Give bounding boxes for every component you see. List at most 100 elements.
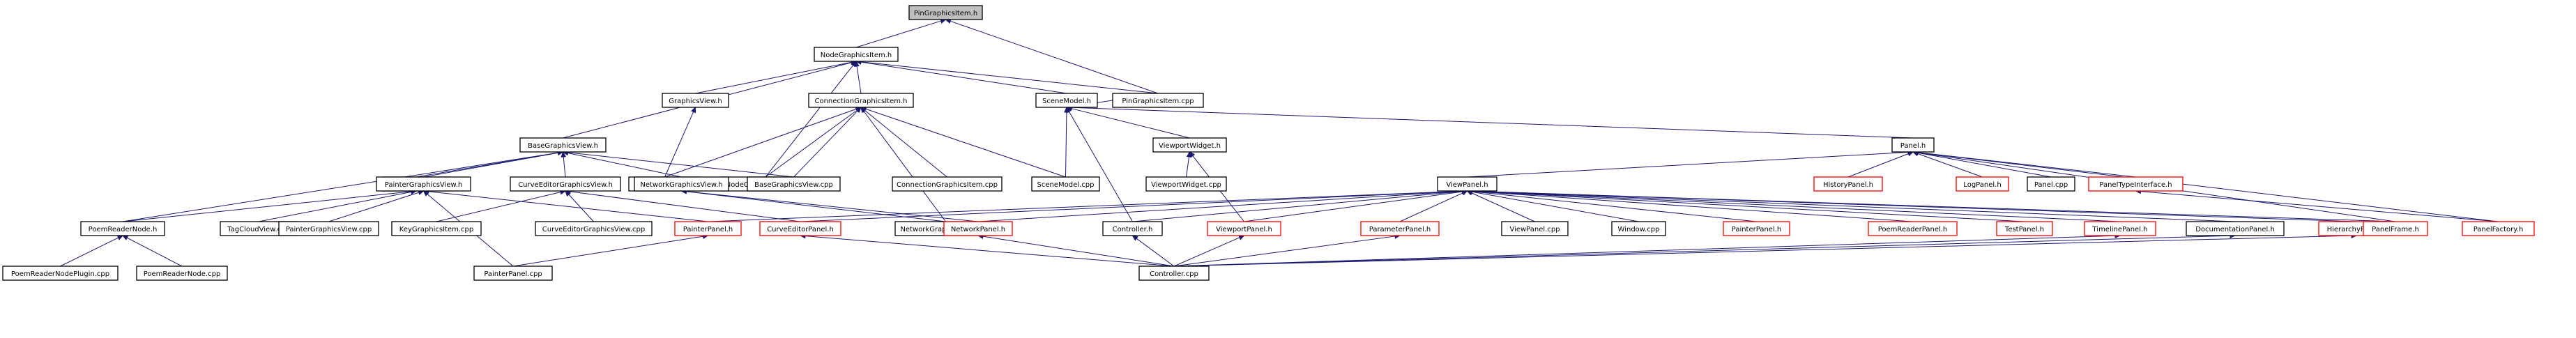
node-label: NetworkGraphicsView.h xyxy=(640,181,722,189)
node-pin-graphics-item-cpp[interactable]: PinGraphicsItem.cpp xyxy=(1112,93,1204,108)
node-documentation-panel-h[interactable]: DocumentationPanel.h xyxy=(2186,221,2285,236)
edge-painter-panel-cpp-to-painter-panel-h xyxy=(512,236,703,267)
node-label: PanelFactory.h xyxy=(2474,226,2524,233)
node-label: SceneModel.h xyxy=(1042,98,1091,105)
edge-log-panel-h-to-panel-h xyxy=(1917,153,1983,178)
node-painter-panel-h2[interactable]: PainterPanel.h xyxy=(1723,221,1790,236)
node-box xyxy=(1956,176,2009,192)
node-log-panel-h[interactable]: LogPanel.h xyxy=(1956,176,2009,192)
node-box xyxy=(2088,176,2183,192)
node-network-graphics-view-h[interactable]: NetworkGraphicsView.h xyxy=(634,176,729,192)
node-painter-panel-cpp[interactable]: PainterPanel.cpp xyxy=(473,266,553,281)
node-viewport-panel-h[interactable]: ViewportPanel.h xyxy=(1207,221,1281,236)
node-base-graphics-view-cpp[interactable]: BaseGraphicsView.cpp xyxy=(747,176,841,192)
node-label: ViewportWidget.cpp xyxy=(1151,181,1221,189)
node-label: CurveEditorGraphicsView.cpp xyxy=(542,226,645,233)
node-box xyxy=(634,176,729,192)
node-painter-graphics-view-h[interactable]: PainterGraphicsView.h xyxy=(376,176,471,192)
node-label: ParameterPanel.h xyxy=(1369,226,1431,233)
arrowhead xyxy=(1189,151,1196,158)
node-curve-editor-graphics-view-cpp[interactable]: CurveEditorGraphicsView.cpp xyxy=(535,221,653,236)
arrowhead xyxy=(422,190,429,197)
node-window-cpp[interactable]: Window.cpp xyxy=(1611,221,1666,236)
node-poem-reader-node-h[interactable]: PoemReaderNode.h xyxy=(80,221,165,236)
node-box xyxy=(2363,221,2428,236)
node-box xyxy=(519,137,607,153)
node-panel-cpp[interactable]: Panel.cpp xyxy=(2027,176,2075,192)
node-controller-cpp[interactable]: Controller.cpp xyxy=(1138,266,1210,281)
node-base-graphics-view-h[interactable]: BaseGraphicsView.h xyxy=(519,137,607,153)
node-label: ViewPanel.h xyxy=(1446,181,1488,189)
node-curve-editor-graphics-view-h[interactable]: CurveEditorGraphicsView.h xyxy=(510,176,621,192)
edge-network-panel-h-to-view-panel-h xyxy=(977,190,1463,222)
node-test-panel-h[interactable]: TestPanel.h xyxy=(1996,221,2053,236)
edge-panel-factory-h-to-panel-type-interface-h xyxy=(2140,191,2499,222)
edge-panel-factory-h-to-panel-h xyxy=(1917,152,2499,222)
node-box xyxy=(1501,221,1569,236)
node-box xyxy=(808,93,914,108)
node-panel-type-interface-h[interactable]: PanelTypeInterface.h xyxy=(2088,176,2183,192)
edge-curve-editor-panel-h-to-view-panel-h xyxy=(800,190,1463,222)
edge-view-panel-h-to-panel-h xyxy=(1467,151,1909,178)
node-node-graphics-item-h[interactable]: NodeGraphicsItem.h xyxy=(814,47,899,62)
edge-scene-model-cpp-to-connection-graphics-item-h xyxy=(865,108,1066,178)
node-scene-model-h[interactable]: SceneModel.h xyxy=(1035,93,1098,108)
node-label: SceneModel.cpp xyxy=(1037,181,1095,189)
node-connection-graphics-item-cpp[interactable]: ConnectionGraphicsItem.cpp xyxy=(892,176,1003,192)
node-label: TestPanel.h xyxy=(2004,226,2044,233)
node-viewport-widget-cpp[interactable]: ViewportWidget.cpp xyxy=(1145,176,1227,192)
node-box xyxy=(1031,176,1100,192)
node-box xyxy=(391,221,482,236)
node-label: GraphicsView.h xyxy=(669,98,722,105)
node-box xyxy=(747,176,841,192)
node-poem-reader-node-cpp[interactable]: PoemReaderNode.cpp xyxy=(136,266,228,281)
node-graphics-view-h[interactable]: GraphicsView.h xyxy=(662,93,729,108)
node-parameter-panel-h[interactable]: ParameterPanel.h xyxy=(1360,221,1440,236)
node-scene-model-cpp[interactable]: SceneModel.cpp xyxy=(1031,176,1100,192)
edge-poem-reader-panel-h-to-view-panel-h xyxy=(1472,190,1913,222)
node-viewport-widget-h[interactable]: ViewportWidget.h xyxy=(1152,137,1227,153)
node-box xyxy=(473,266,553,281)
node-controller-h[interactable]: Controller.h xyxy=(1102,221,1163,236)
node-network-panel-h[interactable]: NetworkPanel.h xyxy=(943,221,1013,236)
node-label: BaseGraphicsView.cpp xyxy=(754,181,833,189)
node-history-panel-h[interactable]: HistoryPanel.h xyxy=(1813,176,1883,192)
edge-network-panel-h-to-network-graphics-view-h xyxy=(686,191,979,222)
node-box xyxy=(892,176,1003,192)
node-box xyxy=(1360,221,1440,236)
node-label: PoemReaderNode.cpp xyxy=(144,270,221,278)
node-box xyxy=(510,176,621,192)
node-box xyxy=(908,5,983,20)
edge-poem-reader-node-cpp-to-poem-reader-node-h xyxy=(126,237,183,267)
node-curve-editor-panel-h[interactable]: CurveEditorPanel.h xyxy=(759,221,841,236)
node-box xyxy=(1152,137,1227,153)
node-panel-factory-h[interactable]: PanelFactory.h xyxy=(2462,221,2535,236)
arrowhead xyxy=(855,107,862,114)
edge-network-graphics-view-cpp-to-connection-graphics-item-h xyxy=(863,111,946,222)
edge-painter-panel-h-to-view-panel-h xyxy=(708,190,1463,222)
node-label: ViewportPanel.h xyxy=(1216,226,1272,233)
node-connection-graphics-item-h[interactable]: ConnectionGraphicsItem.h xyxy=(808,93,914,108)
node-box xyxy=(1112,93,1204,108)
node-key-graphics-item-cpp[interactable]: KeyGraphicsItem.cpp xyxy=(391,221,482,236)
node-panel-h[interactable]: Panel.h xyxy=(1891,137,1935,153)
node-view-panel-h[interactable]: ViewPanel.h xyxy=(1437,176,1497,192)
node-label: PainterPanel.cpp xyxy=(484,270,542,278)
node-view-panel-cpp[interactable]: ViewPanel.cpp xyxy=(1501,221,1569,236)
node-tag-cloud-view-cpp[interactable]: TagCloudView.cpp xyxy=(220,221,298,236)
node-timeline-panel-h[interactable]: TimelinePanel.h xyxy=(2084,221,2156,236)
node-painter-panel-h[interactable]: PainterPanel.h xyxy=(674,221,742,236)
edge-curve-editor-graphics-view-cpp-to-curve-editor-graphics-view-h xyxy=(568,194,594,222)
node-label: PinGraphicsItem.cpp xyxy=(1122,98,1194,105)
arrowhead xyxy=(1461,190,1468,196)
node-label: HierarchyPanel.h xyxy=(2327,226,2386,233)
node-label: PanelFrame.h xyxy=(2372,226,2419,233)
arrowhead xyxy=(1131,235,1138,241)
node-painter-graphics-view-cpp[interactable]: PainterGraphicsView.cpp xyxy=(278,221,379,236)
edge-panel-h-to-scene-model-h xyxy=(1071,107,1914,139)
node-poem-reader-panel-h[interactable]: PoemReaderPanel.h xyxy=(1868,221,1958,236)
edge-viewport-panel-h-to-view-panel-h xyxy=(1244,191,1463,222)
node-poem-reader-node-plugin-cpp[interactable]: PoemReaderNodePlugin.cpp xyxy=(2,266,119,281)
edge-painter-graphics-view-cpp-to-painter-graphics-view-h xyxy=(328,192,419,222)
node-panel-frame-h[interactable]: PanelFrame.h xyxy=(2363,221,2428,236)
